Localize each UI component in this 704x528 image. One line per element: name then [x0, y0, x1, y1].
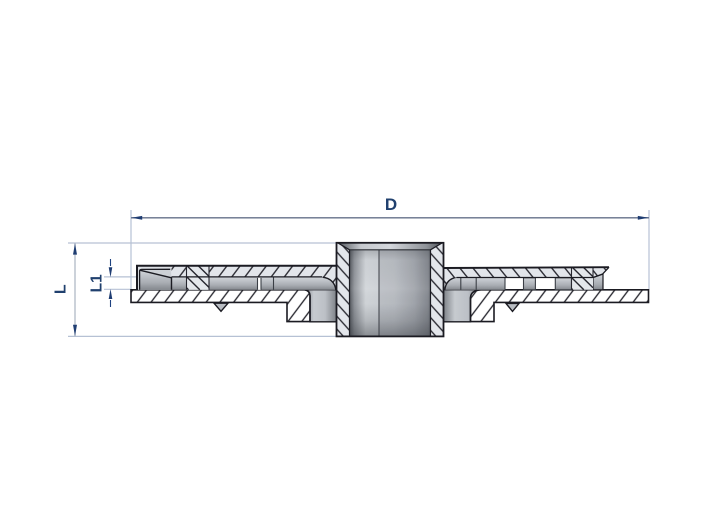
svg-text:L: L	[53, 284, 70, 294]
svg-text:L1: L1	[89, 274, 106, 292]
svg-text:D: D	[385, 195, 397, 214]
